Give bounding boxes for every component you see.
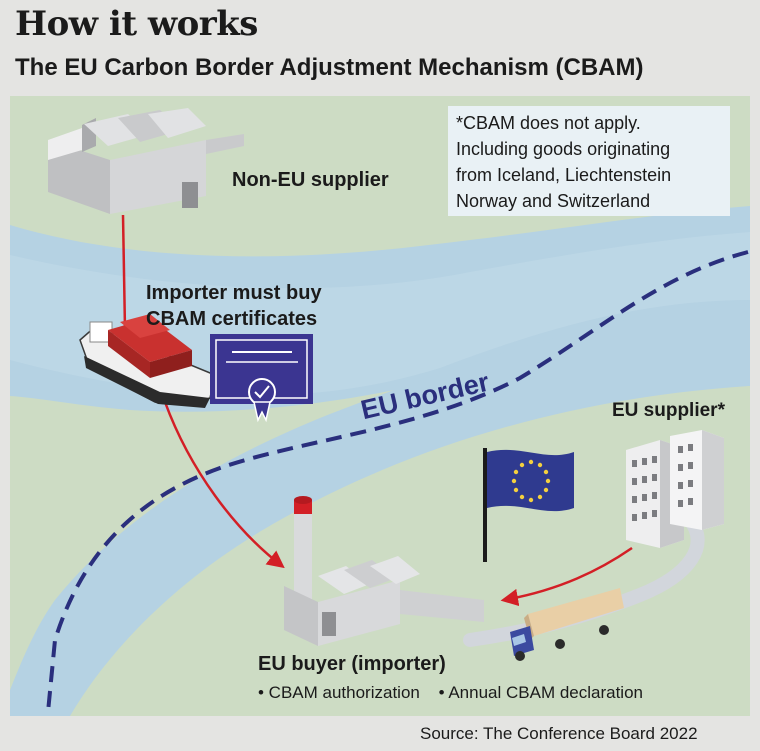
page-subtitle: The EU Carbon Border Adjustment Mechanis… (15, 54, 644, 81)
label-importer-certificates: Importer must buy CBAM certificates (146, 280, 322, 332)
exemption-note: *CBAM does not apply. Including goods or… (448, 106, 730, 216)
certificate-icon (210, 334, 313, 423)
requirement-item: • CBAM authorization (258, 683, 420, 702)
cargo-ship-icon (79, 314, 216, 408)
source-credit: Source: The Conference Board 2022 (420, 724, 698, 743)
eu-flag-icon (483, 448, 574, 562)
label-importer-line: CBAM certificates (146, 308, 318, 330)
note-line: *CBAM does not apply. (456, 113, 641, 133)
label-importer-line: Importer must buy (146, 282, 322, 304)
label-non-eu-supplier: Non-EU supplier (232, 169, 389, 191)
label-eu-supplier: EU supplier* (612, 400, 725, 421)
buildings-icon (626, 430, 724, 548)
note-line: Norway and Switzerland (456, 191, 651, 211)
note-line: Including goods originating (456, 139, 671, 159)
label-eu-buyer: EU buyer (importer) (258, 653, 446, 675)
note-line: from Iceland, Liechtenstein (456, 165, 672, 185)
sea-inner (10, 232, 750, 396)
page-title: How it works (15, 4, 258, 44)
river (10, 300, 750, 716)
factory-icon (48, 108, 244, 214)
requirement-item: • Annual CBAM declaration (438, 683, 643, 702)
truck-icon (510, 588, 624, 661)
arrow-supplier-to-ship (121, 214, 127, 331)
eu-border-line (46, 250, 749, 713)
arrow-eu-supplier-to-buyer (500, 546, 633, 607)
buyer-requirements: • CBAM authorization • Annual CBAM decla… (258, 683, 657, 703)
factory-chimney-icon (284, 496, 484, 646)
arrow-ship-to-buyer (163, 401, 285, 569)
